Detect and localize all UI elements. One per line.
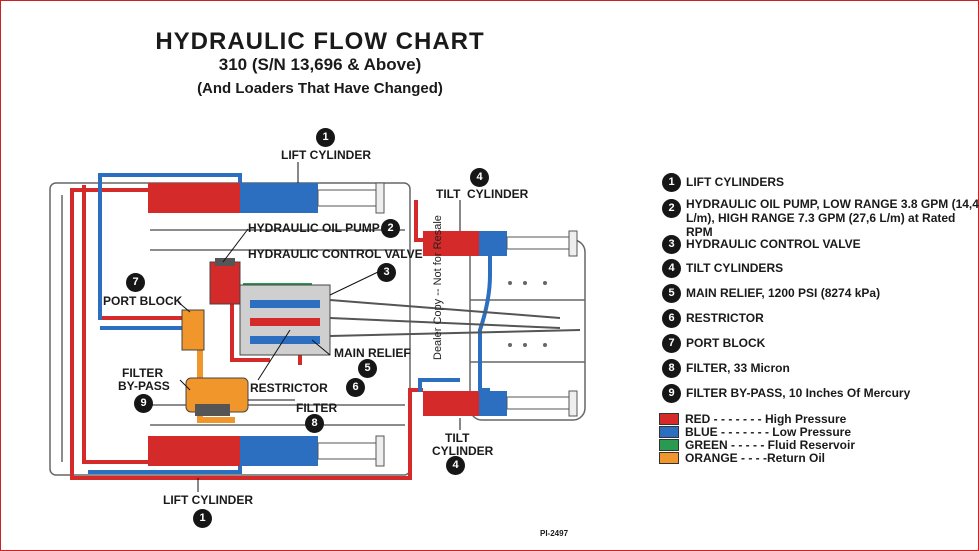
tilt-cylinder-top-label-1: TILT (436, 187, 461, 201)
lift-cylinder-bottom-label: LIFT CYLINDER (163, 493, 253, 507)
filter-bypass-label-1: FILTER (122, 366, 164, 380)
orange-swatch (659, 451, 679, 464)
legend-text-8: FILTER, 33 Micron (686, 361, 790, 375)
callout-2-badge: 2 (381, 219, 400, 238)
tilt-cylinder-bottom-label-2: CYLINDER (432, 444, 494, 458)
leader-lines (177, 162, 461, 492)
legend-text-7: PORT BLOCK (686, 336, 766, 350)
port-block-label: PORT BLOCK (103, 294, 183, 308)
port-block-shape (181, 309, 205, 351)
legend-text-6: RESTRICTOR (686, 311, 764, 325)
reference-code: PI-2497 (540, 529, 569, 538)
legend-text-4: TILT CYLINDERS (686, 261, 784, 275)
callout-1-bottom-badge: 1 (193, 509, 212, 528)
callout-4-bottom-badge: 4 (446, 456, 465, 475)
legend-num-6: 6 (662, 309, 681, 328)
chart-subtitle-note: (And Loaders That Have Changed) (197, 80, 443, 97)
legend-num-2: 2 (662, 199, 681, 218)
callout-1-top-badge: 1 (316, 128, 335, 147)
legend-num-3: 3 (662, 235, 681, 254)
legend-text-2: HYDRAULIC OIL PUMP, LOW RANGE 3.8 GPM (1… (686, 197, 979, 239)
legend-num-8: 8 (662, 359, 681, 378)
tilt-cylinder-top (423, 230, 578, 257)
green-swatch (659, 438, 679, 451)
color-key-red-text: RED - - - - - - - High Pressure (685, 411, 847, 426)
legend-text-3: HYDRAULIC CONTROL VALVE (686, 237, 861, 251)
color-key-green: GREEN - - - - - Fluid Reservoir (659, 437, 856, 452)
bucket-bolts (508, 281, 547, 347)
callout-3-badge: 3 (377, 263, 396, 282)
filter-label: FILTER (296, 401, 338, 415)
filter-bypass-label-2: BY-PASS (118, 379, 170, 393)
color-key-orange-text: ORANGE - - - -Return Oil (685, 450, 825, 465)
callout-9-badge: 9 (134, 394, 153, 413)
color-key-red: RED - - - - - - - High Pressure (659, 411, 847, 426)
tilt-cylinder-top-label-2: CYLINDER (467, 187, 529, 201)
legend-num-4: 4 (662, 259, 681, 278)
pump-assembly (209, 258, 241, 305)
color-key-orange: ORANGE - - - -Return Oil (659, 450, 825, 465)
legend-num-9: 9 (662, 384, 681, 403)
color-key-blue: BLUE - - - - - - - Low Pressure (659, 424, 852, 439)
legend-text-1: LIFT CYLINDERS (686, 175, 784, 189)
legend-text-9: FILTER BY-PASS, 10 Inches Of Mercury (686, 386, 911, 400)
tilt-cylinder-bottom (423, 390, 578, 417)
legend-text-5: MAIN RELIEF, 1200 PSI (8274 kPa) (686, 286, 881, 300)
hydraulic-lines (70, 173, 492, 480)
control-rods (329, 299, 581, 337)
main-relief-label: MAIN RELIEF (334, 346, 411, 360)
chart-title: HYDRAULIC FLOW CHART (155, 28, 485, 55)
callout-6-badge: 6 (346, 378, 365, 397)
restrictor-label: RESTRICTOR (250, 381, 328, 395)
legend-num-5: 5 (662, 284, 681, 303)
tilt-cylinder-bottom-label-1: TILT (445, 431, 470, 445)
pump-label: HYDRAULIC OIL PUMP (248, 221, 380, 235)
blue-swatch (659, 425, 679, 438)
color-key-blue-text: BLUE - - - - - - - Low Pressure (685, 424, 852, 439)
legend-num-1: 1 (662, 173, 681, 192)
control-valve-label: HYDRAULIC CONTROL VALVE (248, 247, 423, 261)
lift-cylinder-top-label: LIFT CYLINDER (281, 148, 371, 162)
lift-cylinder-bottom (148, 435, 385, 467)
callout-8-badge: 8 (305, 414, 324, 433)
callout-5-badge: 5 (358, 359, 377, 378)
dealer-watermark: Dealer Copy -- Not for Resale (432, 215, 444, 360)
callout-4-top-badge: 4 (470, 168, 489, 187)
red-swatch (659, 412, 679, 425)
color-key-green-text: GREEN - - - - - Fluid Reservoir (685, 437, 856, 452)
legend-num-7: 7 (662, 334, 681, 353)
chart-subtitle: 310 (S/N 13,696 & Above) (218, 55, 422, 74)
filter-assembly (185, 377, 249, 416)
callout-7-badge: 7 (126, 273, 145, 292)
control-valve-block (239, 284, 331, 356)
lift-cylinder-top (148, 182, 385, 214)
